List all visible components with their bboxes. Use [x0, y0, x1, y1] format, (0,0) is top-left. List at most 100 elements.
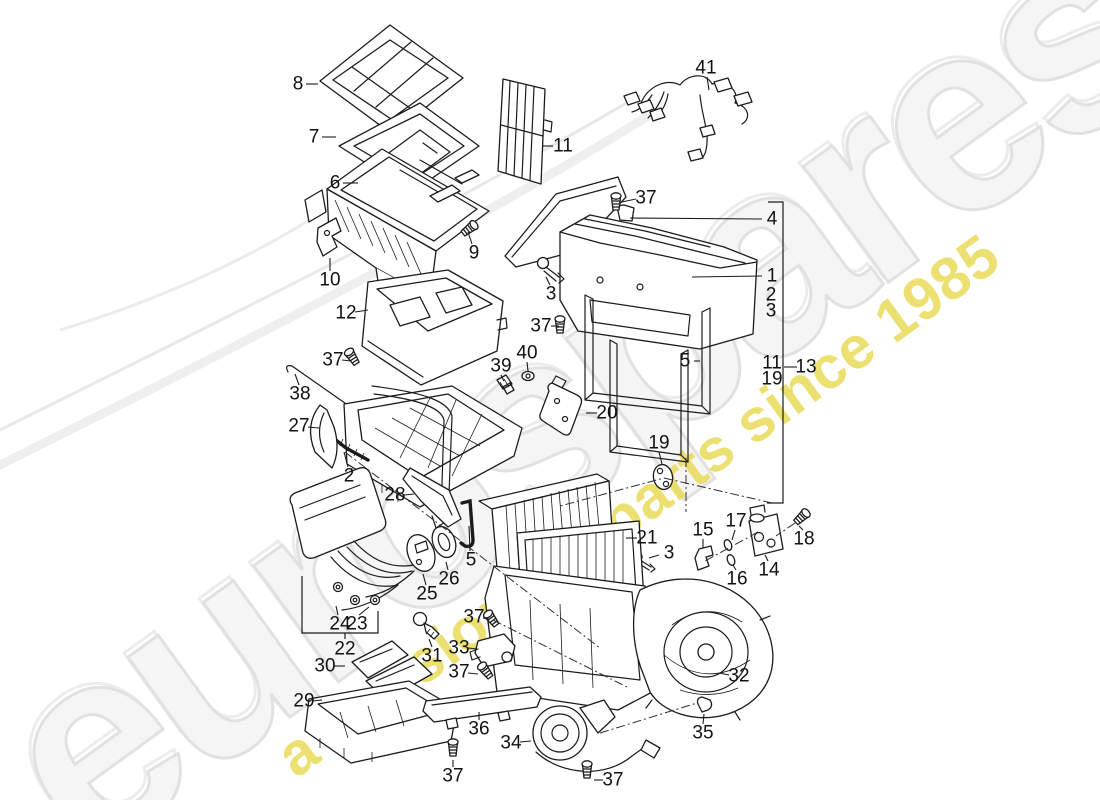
leader-line-14	[764, 554, 769, 562]
leader-line-28	[403, 493, 415, 496]
part-label-1: 1	[767, 266, 778, 287]
part-label-6: 6	[330, 173, 341, 194]
part-label-12: 12	[335, 303, 356, 324]
part-label-4: 4	[767, 209, 778, 230]
part-40-grommet	[521, 370, 535, 382]
part-label-3: 3	[546, 284, 557, 305]
part-label-37: 37	[322, 350, 343, 371]
part-label-37: 37	[448, 662, 469, 683]
part-label-19: 19	[648, 433, 669, 454]
leader-line-4	[629, 217, 763, 220]
group-bracket-0	[767, 201, 784, 504]
leader-line-35	[702, 713, 705, 725]
part-18-screw	[791, 506, 813, 527]
part-label-30: 30	[314, 656, 335, 677]
part-32-blower-housing	[484, 565, 774, 721]
leader-line-37	[482, 617, 490, 620]
datum-line-3	[492, 619, 628, 688]
leader-line-17	[731, 529, 736, 541]
part-label-19: 19	[761, 369, 782, 390]
part-label-3: 3	[664, 543, 675, 564]
part-label-18: 18	[793, 529, 814, 550]
part-label-34: 34	[500, 733, 522, 754]
part-5-hook-strut	[459, 498, 475, 549]
part-20-mounting-plate	[539, 375, 583, 436]
leader-line-41	[706, 76, 710, 91]
group-bracket-1	[301, 576, 379, 634]
part-label-15: 15	[692, 520, 713, 541]
leader-line-37	[621, 198, 637, 203]
leader-line-18	[798, 525, 804, 531]
part-label-37: 37	[602, 770, 623, 791]
part-label-14: 14	[758, 560, 780, 581]
datum-line-2	[704, 531, 759, 562]
part-label-8: 8	[293, 74, 304, 95]
part-cowl-panel	[504, 176, 627, 268]
leader-line-12	[354, 309, 369, 313]
part-31-shoulder-bolt	[412, 611, 440, 640]
part-label-9: 9	[469, 243, 480, 264]
leader-line-2	[343, 451, 349, 468]
part-label-36: 36	[468, 719, 489, 740]
part-22-heater-core	[289, 467, 415, 611]
datum-line-6	[775, 522, 796, 537]
swoosh-arc	[59, 198, 341, 332]
part-19-grommet	[652, 463, 674, 491]
part-39-stud	[496, 374, 515, 395]
part-29-tray	[304, 680, 458, 764]
leader-line-27	[307, 426, 320, 429]
part-label-2: 2	[344, 466, 355, 487]
part-11-grille	[497, 78, 553, 185]
part-15-bracket	[694, 545, 714, 571]
part-label-37: 37	[442, 766, 463, 787]
leader-line-38	[294, 373, 300, 386]
leader-line-37	[467, 672, 479, 675]
part-label-27: 27	[288, 416, 309, 437]
part-12-air-box	[361, 269, 508, 386]
leader-line-23	[358, 606, 370, 616]
datum-line-1	[559, 477, 773, 507]
part-label-11: 11	[762, 353, 782, 374]
part-label-23: 23	[346, 614, 367, 635]
part-35-clip	[696, 696, 713, 713]
part-label-39: 39	[490, 356, 511, 377]
leader-line-26	[445, 561, 449, 571]
part-4-clip	[617, 204, 635, 222]
swoosh-arc	[0, 111, 653, 471]
part-1-main-housing	[559, 214, 758, 350]
part-label-35: 35	[692, 723, 713, 744]
leader-line-32	[718, 672, 730, 676]
part-label-11: 11	[553, 136, 573, 157]
part-16-o-ring	[726, 554, 736, 566]
drawing-layer	[286, 24, 813, 779]
leader-line-5	[468, 525, 471, 552]
part-label-40: 40	[516, 343, 537, 364]
leader-line-24	[335, 605, 339, 616]
part-label-20: 20	[596, 403, 617, 424]
part-14-expansion-valve	[748, 504, 784, 557]
leader-line-33	[467, 647, 478, 650]
leader-line-25	[422, 573, 427, 586]
part-label-2: 2	[766, 285, 777, 306]
swoosh-arc	[0, 93, 641, 432]
leader-line-9	[467, 231, 473, 245]
leader-line-1	[691, 275, 763, 278]
leader-line-37	[341, 359, 352, 362]
part-label-37: 37	[530, 316, 551, 337]
part-label-24: 24	[329, 614, 351, 635]
leader-line-40	[526, 361, 529, 372]
part-label-16: 16	[726, 569, 747, 590]
part-label-26: 26	[438, 569, 459, 590]
leader-line-3	[545, 276, 551, 286]
part-27-duct	[309, 404, 338, 469]
part-label-25: 25	[416, 584, 437, 605]
part-23-24-rings	[332, 581, 381, 606]
part-label-17: 17	[725, 511, 746, 532]
part-label-41: 41	[695, 58, 716, 79]
leader-line-29	[312, 699, 323, 702]
part-10-bracket	[316, 217, 342, 257]
part-25-flange	[406, 534, 436, 572]
